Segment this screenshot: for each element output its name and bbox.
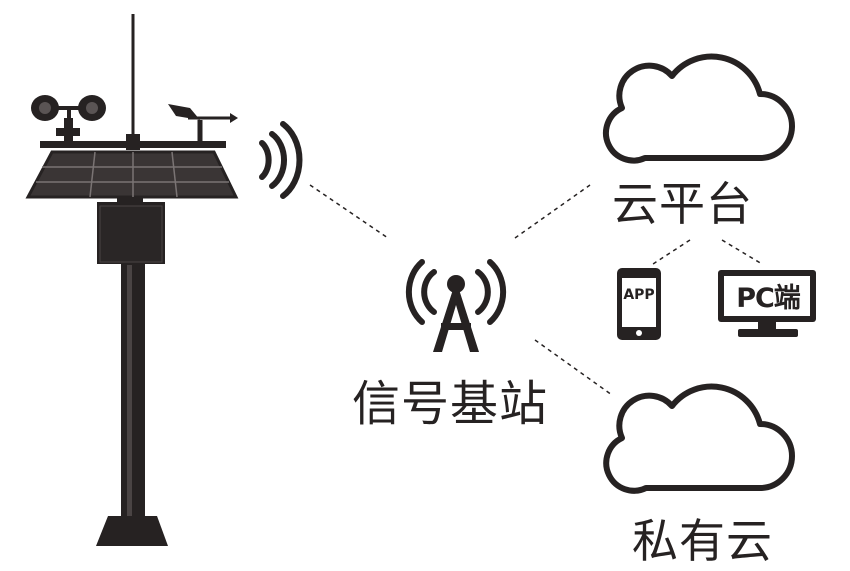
- monitor-icon: [718, 270, 816, 337]
- private-cloud-label: 私有云: [632, 514, 773, 568]
- base-station-label: 信号基站: [352, 376, 549, 432]
- app-label: APP: [623, 287, 655, 303]
- cloud-icon: [603, 53, 795, 164]
- cell-tower-icon: [405, 259, 507, 352]
- private-cloud-icon: [603, 383, 795, 494]
- phone-icon: [617, 268, 661, 340]
- pc-label: PC端: [736, 283, 801, 314]
- cloud-platform-label: 云平台: [612, 177, 753, 231]
- weather-station-icon: [25, 14, 239, 546]
- wifi-signal-icon: [259, 121, 303, 199]
